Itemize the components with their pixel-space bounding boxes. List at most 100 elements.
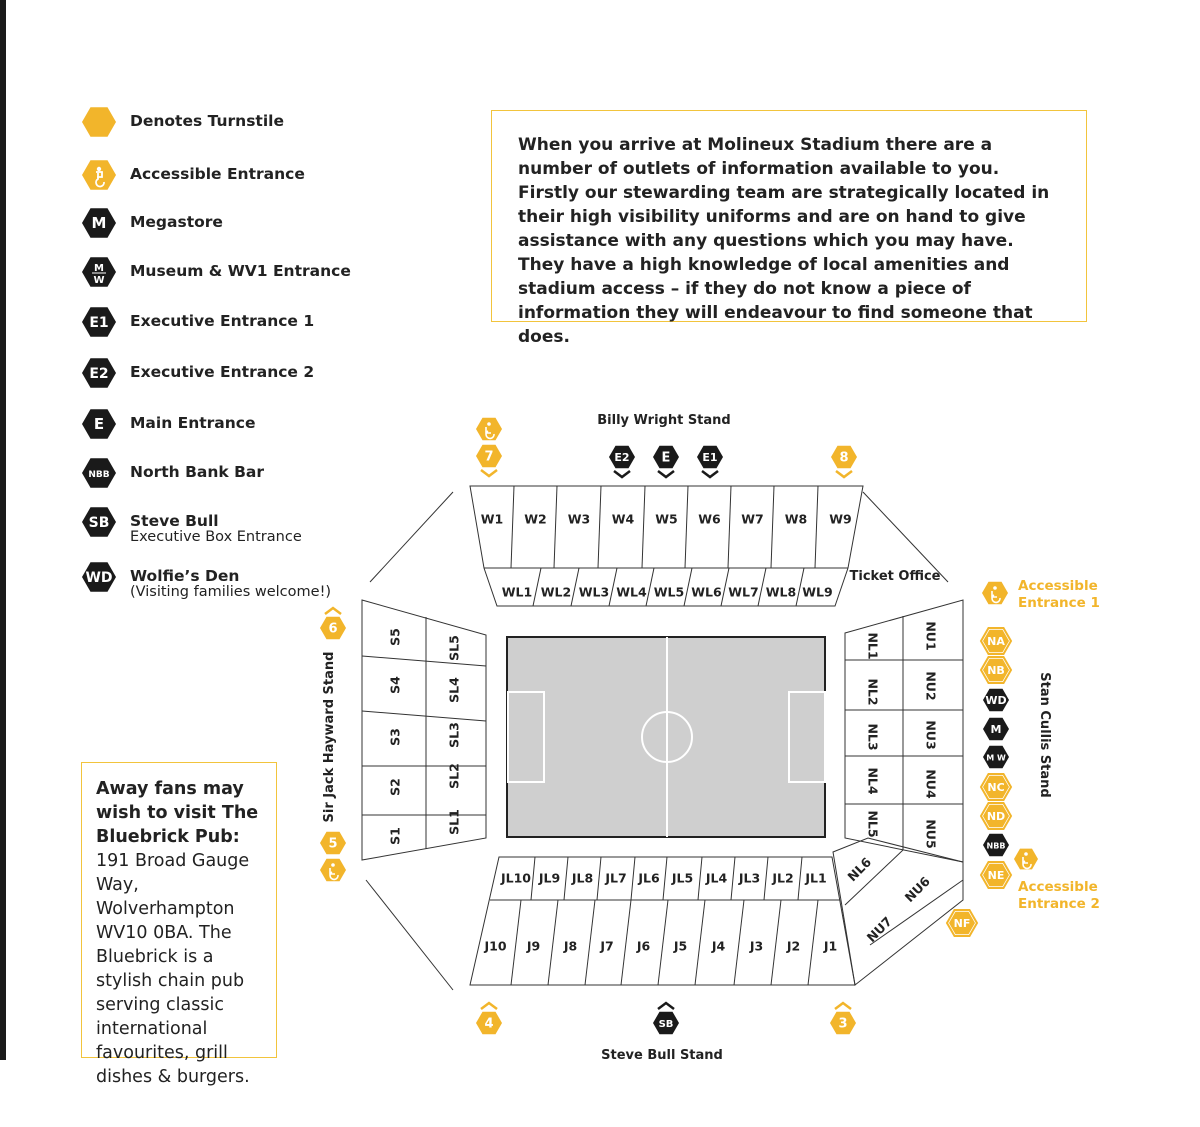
turnstile-4-code: 4	[484, 1017, 493, 1032]
seat-w6: W6	[698, 512, 721, 527]
divider	[727, 485, 732, 569]
executive-entrance-1-marker: E1	[697, 445, 723, 479]
turnstile-6-code: 6	[328, 622, 337, 637]
east-turnstile-ne-code: NE	[988, 869, 1005, 882]
stand-label-south: Steve Bull Stand	[601, 1048, 723, 1063]
seat-jl5: JL5	[671, 871, 693, 886]
seat-j4: J4	[711, 939, 726, 954]
seat-wl8: WL8	[766, 585, 796, 600]
east-turnstile-nb-code: NB	[987, 664, 1005, 677]
seat-j8: J8	[563, 939, 577, 954]
divider	[361, 655, 487, 667]
seat-wl1: WL1	[502, 585, 532, 600]
seat-nl4: NL4	[866, 767, 881, 794]
divider	[683, 567, 693, 607]
legend-icon-code: M	[92, 214, 107, 232]
divider	[641, 485, 646, 569]
info-text: When you arrive at Molineux Stadium ther…	[518, 135, 1050, 347]
divider	[770, 899, 782, 986]
executive-entrance-1-marker-code: E1	[702, 451, 717, 464]
seat-nu2: NU2	[924, 671, 939, 700]
seat-s3: S3	[388, 728, 403, 746]
steve-bull-icon: SB	[82, 507, 116, 537]
divider	[797, 856, 803, 901]
divider	[730, 856, 736, 901]
seat-wl7: WL7	[728, 585, 758, 600]
divider	[844, 849, 904, 906]
east-turnstile-mw: M W	[983, 745, 1009, 769]
seat-j10: J10	[483, 939, 506, 954]
legend-label: Wolfie’s Den	[130, 567, 240, 585]
divider	[720, 567, 730, 607]
executive-1-icon: E1	[82, 307, 116, 337]
divider	[807, 899, 819, 986]
legend-label: Museum & WV1 Entrance	[130, 262, 351, 280]
seat-wl4: WL4	[616, 585, 647, 600]
turnstile-icon	[82, 107, 116, 137]
seat-sl5: SL5	[447, 635, 462, 661]
divider	[596, 856, 602, 901]
legend-item: E2 Executive Entrance 2	[80, 356, 314, 390]
seat-w1: W1	[481, 512, 504, 527]
info-box: When you arrive at Molineux Stadium ther…	[491, 110, 1087, 347]
seat-nu5: NU5	[924, 819, 939, 848]
steve-bull-stand-outline	[469, 856, 856, 986]
seat-jl10: JL10	[500, 871, 531, 886]
divider	[608, 567, 618, 607]
accessible-entrance-2-label-line2: Entrance 2	[1018, 896, 1100, 912]
east-turnstile-na: NA	[979, 627, 1013, 655]
divider	[570, 567, 580, 607]
divider	[547, 899, 559, 986]
seat-jl1: JL1	[804, 871, 826, 886]
seat-nu7: NU7	[864, 914, 895, 945]
east-turnstile-m: M	[983, 717, 1009, 741]
seat-wl5: WL5	[654, 585, 684, 600]
east-turnstile-mw-code: M W	[986, 754, 1006, 763]
legend-item: Accessible Entrance	[80, 158, 305, 192]
legend-icon-code: E2	[89, 366, 108, 382]
seat-nl6: NL6	[844, 854, 874, 884]
seat-wl3: WL3	[579, 585, 609, 600]
seat-nl2: NL2	[866, 678, 881, 705]
east-turnstile-nd-code: ND	[987, 810, 1005, 823]
executive-entrance-2-marker: E2	[609, 445, 635, 479]
seat-s2: S2	[388, 778, 403, 796]
legend-icon-code: E1	[89, 315, 108, 331]
legend-item: Denotes Turnstile	[80, 105, 284, 139]
stand-label-west: Sir Jack Hayward Stand	[322, 652, 337, 823]
divider	[630, 856, 636, 901]
divider	[694, 899, 706, 986]
divider	[770, 485, 775, 569]
seat-w2: W2	[524, 512, 547, 527]
seat-wl6: WL6	[691, 585, 722, 600]
pitch	[506, 636, 826, 838]
east-turnstile-nbb: NBB	[983, 833, 1009, 857]
divider	[684, 485, 689, 569]
corner-line-nw	[369, 491, 454, 583]
seat-sl2: SL2	[447, 763, 462, 789]
turnstile-5: 5	[320, 831, 346, 855]
seat-wl9: WL9	[802, 585, 832, 600]
accessible-entrance-2-marker	[1014, 848, 1038, 870]
seat-s5: S5	[388, 628, 403, 646]
seat-w9: W9	[829, 512, 852, 527]
executive-2-icon: E2	[82, 358, 116, 388]
legend-label: Executive Entrance 2	[130, 363, 315, 381]
divider	[553, 485, 558, 569]
legend-sublabel: (Visiting families welcome!)	[130, 584, 332, 600]
seat-sl4: SL4	[447, 677, 462, 703]
seat-jl7: JL7	[604, 871, 626, 886]
seat-j2: J2	[786, 939, 800, 954]
seat-jl3: JL3	[738, 871, 760, 886]
seat-jl4: JL4	[705, 871, 728, 886]
divider	[361, 710, 487, 722]
divider	[597, 485, 602, 569]
divider	[530, 856, 536, 901]
seat-nu6: NU6	[902, 873, 934, 905]
east-turnstile-na-code: NA	[987, 635, 1005, 648]
seat-j6: J6	[636, 939, 651, 954]
turnstile-7: 7	[476, 444, 502, 478]
